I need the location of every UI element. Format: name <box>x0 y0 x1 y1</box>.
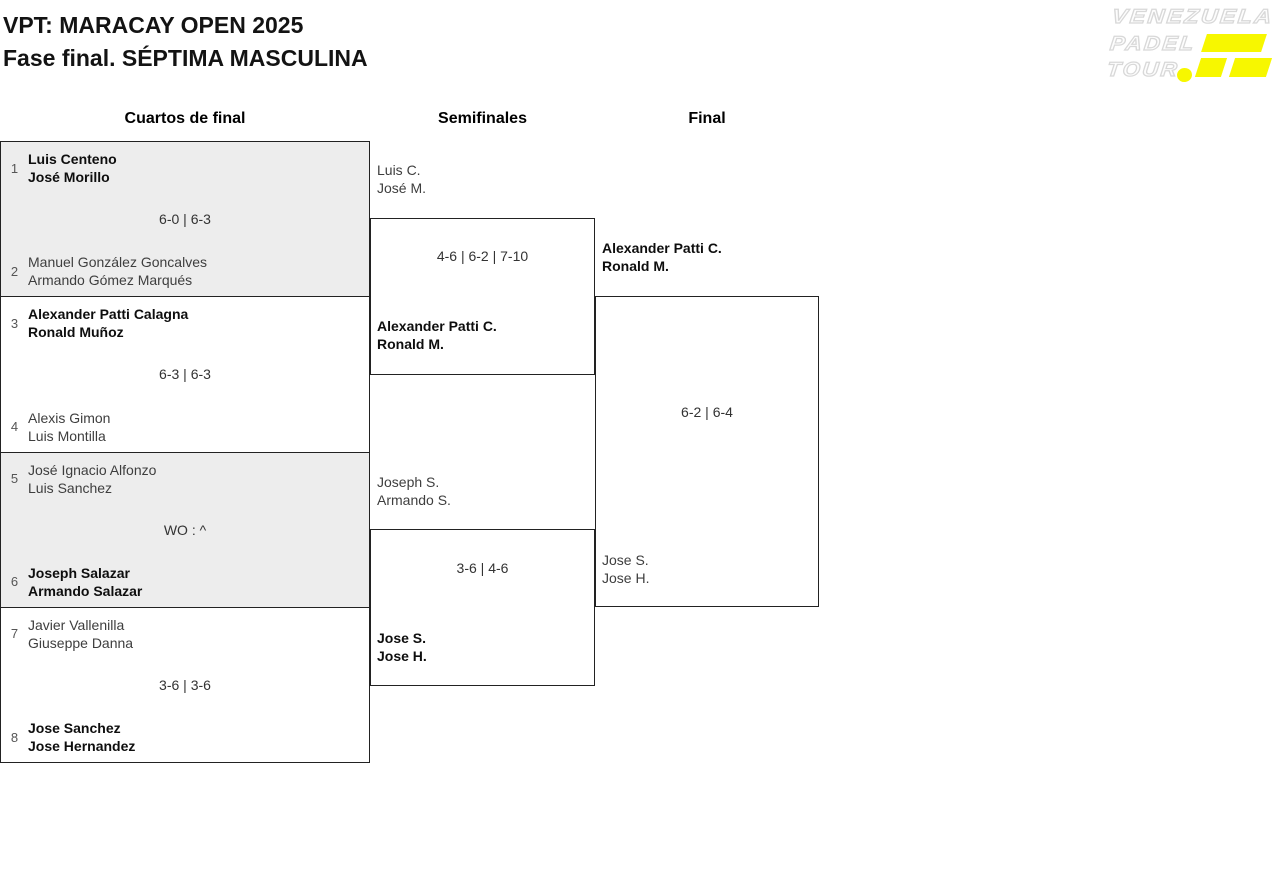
team-name: Jose S. Jose H. <box>602 551 649 587</box>
team-name: Luis C. José M. <box>377 161 426 197</box>
team-name: Joseph S. Armando S. <box>377 473 451 509</box>
team-name: José Ignacio Alfonzo Luis Sanchez <box>28 461 156 497</box>
player-name: Alexander Patti C. <box>377 318 497 334</box>
seed-number: 3 <box>10 315 19 331</box>
match-semifinal-1 <box>370 218 595 375</box>
seed-number: 6 <box>10 574 19 590</box>
seed-number: 4 <box>10 419 19 434</box>
venezuela-padel-tour-logo: VENEZUELA PADEL TOUR <box>1103 4 1280 86</box>
seed-number: 1 <box>10 160 19 176</box>
logo-yellow-bar-icon <box>1201 34 1267 52</box>
tournament-title: VPT: MARACAY OPEN 2025 <box>3 12 304 38</box>
player-name: José M. <box>377 180 427 196</box>
player-name: Joseph Salazar <box>28 564 130 581</box>
match-score: 4-6 | 6-2 | 7-10 <box>436 248 529 264</box>
team-name: Alexander Patti C. Ronald M. <box>377 317 497 353</box>
team-row: 7 Javier Vallenilla Giuseppe Danna <box>9 616 363 652</box>
logo-yellow-bar-icon <box>1228 58 1273 77</box>
team-row: 1 Luis Centeno José Morillo <box>9 150 363 186</box>
column-header-semifinals: Semifinales <box>438 110 527 127</box>
player-name: Javier Vallenilla <box>28 616 125 633</box>
player-name: Jose H. <box>377 648 427 664</box>
quarterfinals-bracket: 1 Luis Centeno José Morillo 6-0 | 6-3 2 … <box>0 141 370 763</box>
team-name: Alexis Gimon Luis Montilla <box>28 409 110 445</box>
match-semifinal-2 <box>370 529 595 686</box>
player-name: Alexander Patti Calagna <box>28 306 189 323</box>
team-row: 6 Joseph Salazar Armando Salazar <box>9 564 363 600</box>
seed-number: 5 <box>10 471 19 486</box>
column-header-quarterfinals: Cuartos de final <box>124 110 246 127</box>
phase-title: Fase final. SÉPTIMA MASCULINA <box>3 45 368 71</box>
logo-yellow-dot-icon <box>1175 66 1194 84</box>
player-name: Jose S. <box>377 630 427 646</box>
team-name: Alexander Patti C. Ronald M. <box>602 239 722 275</box>
player-name: Ronald Muñoz <box>28 324 124 341</box>
logo-text-padel: PADEL <box>1108 32 1197 55</box>
team-name: Jose Sanchez Jose Hernandez <box>28 719 135 755</box>
player-name: Luis Sanchez <box>28 479 113 496</box>
match-score: WO : ^ <box>163 521 207 538</box>
player-name: Alexis Gimon <box>28 409 111 426</box>
team-row: 2 Manuel González Goncalves Armando Góme… <box>9 253 363 289</box>
player-name: Jose Hernandez <box>28 738 136 754</box>
player-name: Alexander Patti C. <box>602 240 722 256</box>
match-score: 3-6 | 3-6 <box>159 676 211 693</box>
player-name: Manuel González Goncalves <box>28 254 207 271</box>
player-name: José Ignacio Alfonzo <box>28 461 157 478</box>
seed-number: 2 <box>10 263 19 279</box>
player-name: Armando S. <box>377 492 451 508</box>
team-name: Joseph Salazar Armando Salazar <box>28 564 142 600</box>
team-row: 4 Alexis Gimon Luis Montilla <box>9 409 363 445</box>
team-name: Jose S. Jose H. <box>377 629 427 665</box>
team-row: 5 José Ignacio Alfonzo Luis Sanchez <box>9 461 363 497</box>
logo-yellow-bar-icon <box>1194 58 1228 77</box>
match-quarterfinal-1: 1 Luis Centeno José Morillo 6-0 | 6-3 2 … <box>1 142 369 297</box>
player-name: Armando Salazar <box>28 582 143 599</box>
team-name: Alexander Patti Calagna Ronald Muñoz <box>28 305 188 341</box>
team-name: Manuel González Goncalves Armando Gómez … <box>28 253 207 289</box>
team-row: 3 Alexander Patti Calagna Ronald Muñoz <box>9 305 363 341</box>
player-name: Armando Gómez Marqués <box>28 272 193 289</box>
match-score: 6-2 | 6-4 <box>681 404 733 420</box>
match-score: 3-6 | 4-6 <box>456 560 509 576</box>
match-quarterfinal-3: 5 José Ignacio Alfonzo Luis Sanchez WO :… <box>1 451 369 607</box>
seed-number: 8 <box>10 729 19 745</box>
player-name: José Morillo <box>28 169 110 185</box>
page-title: VPT: MARACAY OPEN 2025 Fase final. SÉPTI… <box>3 9 368 75</box>
team-name: Javier Vallenilla Giuseppe Danna <box>28 616 133 652</box>
player-name: Giuseppe Danna <box>28 634 134 651</box>
player-name: Luis C. <box>377 162 421 178</box>
player-name: Luis Montilla <box>28 427 106 444</box>
player-name: Jose H. <box>602 570 650 586</box>
column-header-final: Final <box>688 110 726 127</box>
player-name: Joseph S. <box>377 474 440 490</box>
player-name: Jose S. <box>602 552 649 568</box>
team-row: 8 Jose Sanchez Jose Hernandez <box>9 719 363 755</box>
logo-text-venezuela: VENEZUELA <box>1110 5 1275 28</box>
player-name: Luis Centeno <box>28 151 117 167</box>
match-score: 6-3 | 6-3 <box>159 366 211 383</box>
logo-text-tour: TOUR <box>1105 58 1181 81</box>
player-name: Ronald M. <box>602 258 669 274</box>
team-name: Luis Centeno José Morillo <box>28 150 117 186</box>
match-quarterfinal-4: 7 Javier Vallenilla Giuseppe Danna 3-6 |… <box>1 606 369 762</box>
match-quarterfinal-2: 3 Alexander Patti Calagna Ronald Muñoz 6… <box>1 296 369 452</box>
player-name: Ronald M. <box>377 336 444 352</box>
seed-number: 7 <box>10 626 19 642</box>
player-name: Jose Sanchez <box>28 720 121 736</box>
match-final <box>595 296 819 607</box>
match-score: 6-0 | 6-3 <box>159 211 211 228</box>
